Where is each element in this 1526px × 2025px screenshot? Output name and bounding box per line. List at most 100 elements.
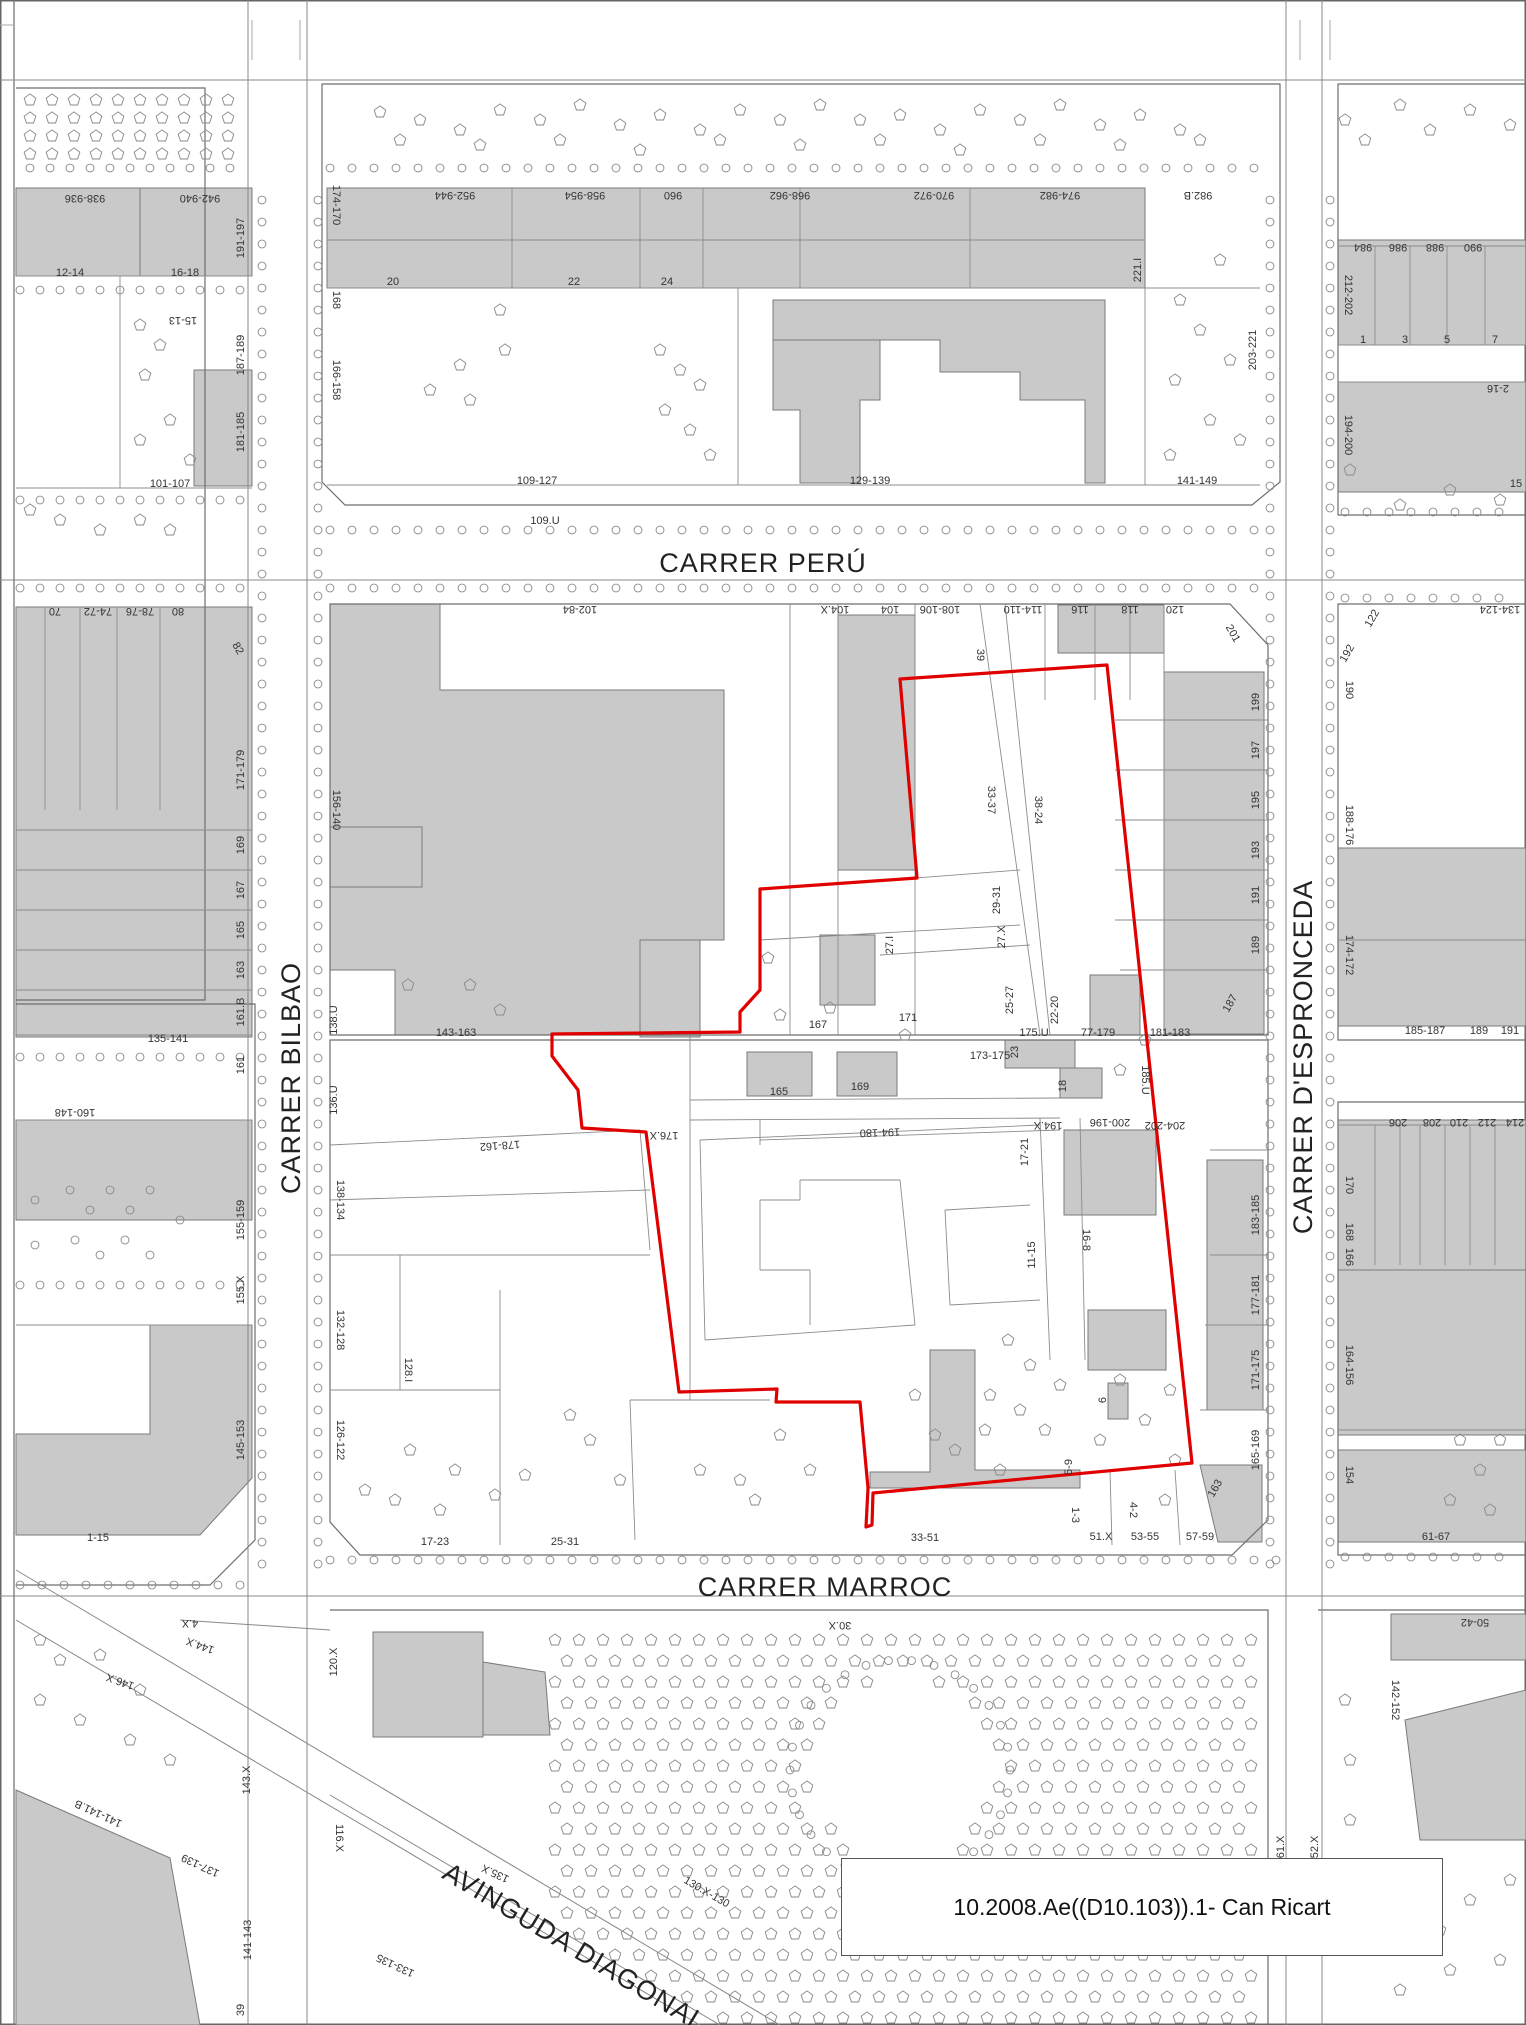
parcel-number: 5-9 [1063, 1459, 1075, 1475]
tree-icon [956, 1633, 970, 1646]
tree-icon [699, 525, 709, 535]
tree-icon [992, 1990, 1006, 2003]
tree-icon [313, 1229, 323, 1239]
tree-icon [1117, 583, 1127, 593]
tree-icon [133, 318, 147, 331]
street-label-diagonal: AVINGUDA DIAGONAL [438, 1857, 712, 2025]
tree-icon [853, 1555, 863, 1565]
tree-icon [111, 147, 125, 160]
tree-icon [752, 1696, 766, 1709]
tree-icon [1265, 1449, 1275, 1459]
tree-icon [15, 285, 25, 295]
tree-icon [1172, 1759, 1186, 1772]
tree-icon [704, 1906, 718, 1919]
tree-icon [740, 1759, 754, 1772]
tree-icon [1040, 1780, 1054, 1793]
tree-icon [1244, 1843, 1258, 1856]
tree-icon [728, 1948, 742, 1961]
tree-icon [111, 129, 125, 142]
tree-icon [680, 1654, 694, 1667]
tree-icon [611, 1555, 621, 1565]
tree-icon [479, 583, 489, 593]
tree-icon [1208, 1780, 1222, 1793]
tree-icon [1095, 583, 1105, 593]
tree-icon [257, 745, 267, 755]
tree-icon [138, 368, 152, 381]
tree-icon [235, 495, 245, 505]
tree-icon [1265, 1471, 1275, 1481]
tree-icon [257, 943, 267, 953]
tree-icon [257, 239, 267, 249]
tree-icon [860, 1633, 874, 1646]
tree-icon [215, 495, 225, 505]
tree-icon [1160, 1738, 1174, 1751]
tree-icon [1051, 163, 1061, 173]
tree-icon [1095, 1555, 1105, 1565]
tree-icon [199, 93, 213, 106]
can-ricart-boundary[interactable] [550, 663, 1194, 1529]
tree-icon [919, 583, 929, 593]
tree-icon [1503, 118, 1517, 131]
parcel-number: 116 [1071, 603, 1089, 615]
tree-icon [95, 285, 105, 295]
tree-icon [984, 1830, 994, 1840]
tree-icon [53, 1653, 67, 1666]
tree-icon [221, 93, 235, 106]
tree-icon [787, 1555, 797, 1565]
tree-icon [1136, 1738, 1150, 1751]
tree-icon [1265, 1273, 1275, 1283]
tree-icon [644, 1633, 658, 1646]
tree-icon [313, 1053, 323, 1063]
tree-icon [1124, 2011, 1138, 2024]
tree-icon [45, 163, 55, 173]
tree-icon [25, 163, 35, 173]
parcel-number: 189 [1250, 936, 1262, 954]
tree-icon [1265, 569, 1275, 579]
parcel-number: 2-16 [1487, 382, 1509, 394]
tree-icon [1117, 525, 1127, 535]
tree-icon [1052, 1633, 1066, 1646]
tree-icon [1029, 1555, 1039, 1565]
tree-icon [501, 583, 511, 593]
parcel-number: 988 [1426, 241, 1444, 253]
tree-icon [23, 93, 37, 106]
parcel-number: 50-42 [1461, 1616, 1489, 1628]
tree-icon [111, 93, 125, 106]
tree-icon [692, 1969, 706, 1982]
tree-icon [752, 1780, 766, 1793]
tree-icon [572, 1633, 586, 1646]
tree-icon [257, 1537, 267, 1547]
tree-icon [95, 1052, 105, 1062]
tree-icon [1124, 1843, 1138, 1856]
tree-icon [1325, 371, 1335, 381]
tree-icon [70, 1235, 80, 1245]
tree-icon [1124, 1633, 1138, 1646]
tree-icon [728, 1654, 742, 1667]
tree-icon [1265, 591, 1275, 601]
tree-icon [1338, 1693, 1352, 1706]
tree-icon [1325, 415, 1335, 425]
tree-icon [1112, 1990, 1126, 2003]
tree-icon [1028, 1633, 1042, 1646]
tree-icon [1088, 1780, 1102, 1793]
tree-icon [501, 163, 511, 173]
tree-icon [1124, 1675, 1138, 1688]
tree-icon [764, 1843, 778, 1856]
tree-icon [1325, 987, 1335, 997]
tree-icon [1028, 1969, 1042, 1982]
parcel-number: 212 [1478, 1116, 1496, 1128]
tree-icon [1265, 437, 1275, 447]
tree-icon [15, 1280, 25, 1290]
tree-icon [740, 1927, 754, 1940]
parcel-number: 200-196 [1090, 1116, 1130, 1128]
tree-icon [257, 1141, 267, 1151]
tree-icon [1265, 547, 1275, 557]
tree-icon [776, 1990, 790, 2003]
tree-icon [1358, 133, 1372, 146]
tree-icon [776, 1948, 790, 1961]
tree-icon [313, 261, 323, 271]
tree-icon [1494, 1552, 1504, 1562]
tree-icon [221, 111, 235, 124]
